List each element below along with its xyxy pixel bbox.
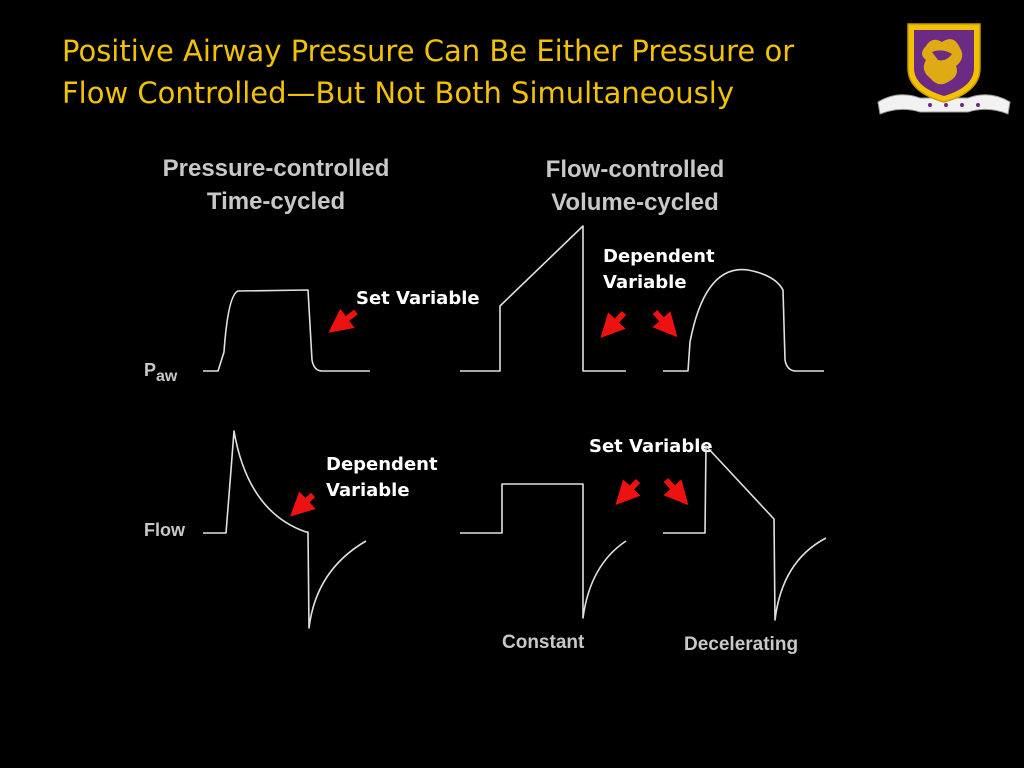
- flow-controlled-header: Flow-controlled Volume-cycled: [510, 153, 760, 219]
- flow-header-line-2: Volume-cycled: [551, 189, 719, 216]
- pressure-controlled-header: Pressure-controlled Time-cycled: [138, 152, 414, 218]
- dependent-variable-bottom-label: Dependent Variable: [326, 452, 438, 504]
- paw-main: P: [144, 360, 157, 380]
- decelerating-waveform-label: Decelerating: [684, 634, 799, 655]
- dependent-bottom-line-2: Variable: [326, 480, 410, 501]
- decelerating-flow-paw-trace: [663, 268, 824, 372]
- flow-header-line-1: Flow-controlled: [545, 156, 725, 183]
- pressure-header-line-2: Time-cycled: [206, 188, 346, 215]
- decelerating-flow-trace: [663, 445, 827, 621]
- dependent-variable-top-label: Dependent Variable: [603, 244, 715, 296]
- dependent-top-line-1: Dependent: [603, 246, 715, 267]
- constant-waveform-label: Constant: [502, 632, 585, 653]
- paw-sub: aw: [156, 368, 178, 385]
- set-variable-bottom-label: Set Variable: [589, 436, 713, 457]
- pressure-header-line-1: Pressure-controlled: [162, 155, 390, 182]
- university-crest-icon: [877, 23, 1011, 115]
- title-line-2: Flow Controlled—But Not Both Simultaneou…: [62, 76, 735, 110]
- title-line-1: Positive Airway Pressure Can Be Either P…: [62, 34, 795, 68]
- pressure-controlled-paw-trace: [203, 289, 370, 372]
- set-variable-top-label: Set Variable: [356, 288, 480, 309]
- dependent-top-line-2: Variable: [603, 272, 687, 293]
- arrow-set-variable-bottom-right: [663, 478, 689, 506]
- arrow-set-variable-top: [328, 308, 358, 333]
- pressure-controlled-flow-trace: [203, 430, 367, 629]
- constant-flow-trace: [460, 483, 627, 619]
- arrow-dependent-bottom: [289, 491, 316, 517]
- constant-flow-paw-trace: [460, 225, 626, 372]
- arrow-set-variable-bottom-left: [615, 478, 641, 505]
- flow-row-label: Flow: [144, 520, 185, 540]
- dependent-bottom-line-1: Dependent: [326, 454, 438, 475]
- arrow-dependent-top-right: [652, 310, 678, 338]
- slide-title: Positive Airway Pressure Can Be Either P…: [62, 30, 902, 114]
- arrow-dependent-top-left: [600, 310, 627, 338]
- paw-row-label: Paw: [144, 360, 177, 385]
